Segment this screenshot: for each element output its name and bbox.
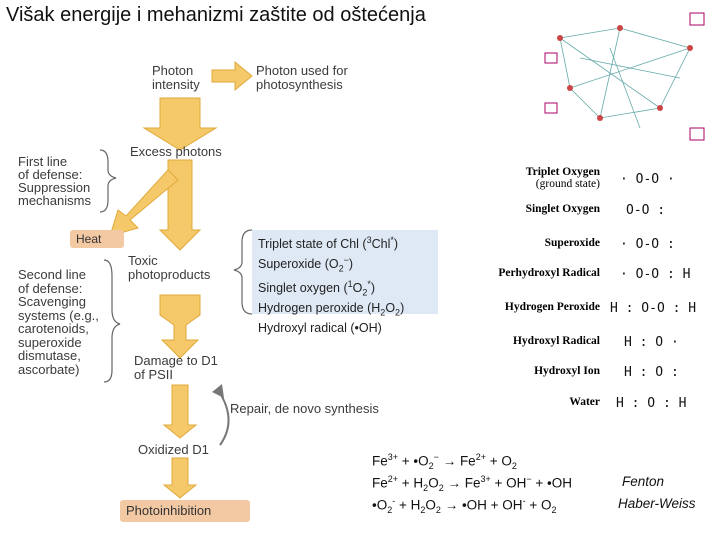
equation-2: Fe2+ + H2O2 → Fe3+ + OH− + •OH bbox=[372, 474, 573, 494]
ros-row-name: Water bbox=[569, 396, 600, 408]
ros-row-formula: · O-O : H bbox=[620, 267, 691, 282]
damage-label: Damage to D1 of PSII bbox=[134, 353, 218, 382]
heat-box: Heat bbox=[70, 230, 124, 248]
excess-photons-label: Excess photons bbox=[130, 144, 222, 159]
ros-row-name: Perhydroxyl Radical bbox=[498, 267, 600, 279]
first-line-label: First line of defense: Suppression mecha… bbox=[18, 154, 91, 208]
toxic-item-hydroxyl: Hydroxyl radical (•OH) bbox=[258, 320, 382, 335]
arrow-damage-down bbox=[162, 384, 198, 439]
arrow-toxic-down bbox=[159, 294, 201, 359]
photoinhibition-diagram bbox=[99, 60, 253, 499]
brace-first-line bbox=[99, 149, 117, 213]
equation-1: Fe3+ + •O2− → Fe2+ + O2 bbox=[372, 452, 517, 472]
arrow-photon-down bbox=[142, 97, 218, 151]
ros-row-formula: · O-O : bbox=[620, 237, 675, 252]
toxic-item-superoxide: Superoxide (O2−) bbox=[258, 254, 354, 274]
brace-toxic-list bbox=[233, 229, 253, 315]
photon-intensity-label: Photon intensity bbox=[152, 63, 200, 92]
arrow-heat bbox=[109, 169, 179, 237]
ros-row-name: Hydroxyl Ion bbox=[534, 365, 600, 377]
ros-row-name: Hydroxyl Radical bbox=[512, 335, 600, 347]
second-line-label: Second line of defense: Scavenging syste… bbox=[18, 267, 99, 377]
brace-second-line bbox=[103, 259, 121, 383]
ros-row-formula: H : O : H bbox=[616, 396, 687, 411]
arrow-oxidized-down bbox=[162, 457, 198, 499]
ros-row-name: Triplet Oxygen(ground state) bbox=[525, 166, 600, 190]
repair-arrow bbox=[217, 389, 230, 446]
toxic-item-triplet: Triplet state of Chl (3Chl*) bbox=[258, 235, 399, 252]
haber-weiss-label: Haber-Weiss bbox=[618, 496, 696, 511]
toxic-list-box: Triplet state of Chl (3Chl*) Superoxide … bbox=[252, 230, 438, 335]
toxic-photoproducts-label: Toxic photoproducts bbox=[128, 253, 211, 282]
ros-row-name: Singlet Oxygen bbox=[525, 203, 600, 215]
arrow-photon-used bbox=[211, 60, 253, 92]
molecular-structure-figure bbox=[544, 12, 705, 141]
ros-row-formula: H : O : bbox=[624, 365, 679, 380]
ros-row-name: Hydrogen Peroxide bbox=[504, 301, 600, 313]
repair-label: Repair, de novo synthesis bbox=[230, 401, 379, 416]
photoinhibition-label: Photoinhibition bbox=[126, 503, 212, 518]
ros-row-formula: H : O-O : H bbox=[610, 301, 697, 316]
toxic-item-singlet: Singlet oxygen (1O2*) bbox=[258, 278, 376, 298]
fenton-label: Fenton bbox=[622, 474, 665, 489]
heat-label: Heat bbox=[76, 232, 102, 246]
repair-arrowhead bbox=[212, 384, 224, 398]
photon-used-label: Photon used for photosynthesis bbox=[256, 63, 348, 92]
ros-row-formula: · O-O · bbox=[620, 172, 675, 187]
ros-row-name: Superoxide bbox=[544, 237, 600, 249]
oxidized-label: Oxidized D1 bbox=[138, 442, 209, 457]
photoinhibition-box: Photoinhibition bbox=[120, 500, 250, 522]
equation-3: •O2- + H2O2 → •OH + OH- + O2 bbox=[372, 496, 557, 516]
ros-row-formula: H : O · bbox=[624, 335, 679, 350]
toxic-item-h2o2: Hydrogen peroxide (H2O2) bbox=[258, 300, 405, 318]
page-title: Višak energije i mehanizmi zaštite od oš… bbox=[6, 4, 426, 26]
ros-row-formula: O-O : bbox=[626, 203, 666, 218]
